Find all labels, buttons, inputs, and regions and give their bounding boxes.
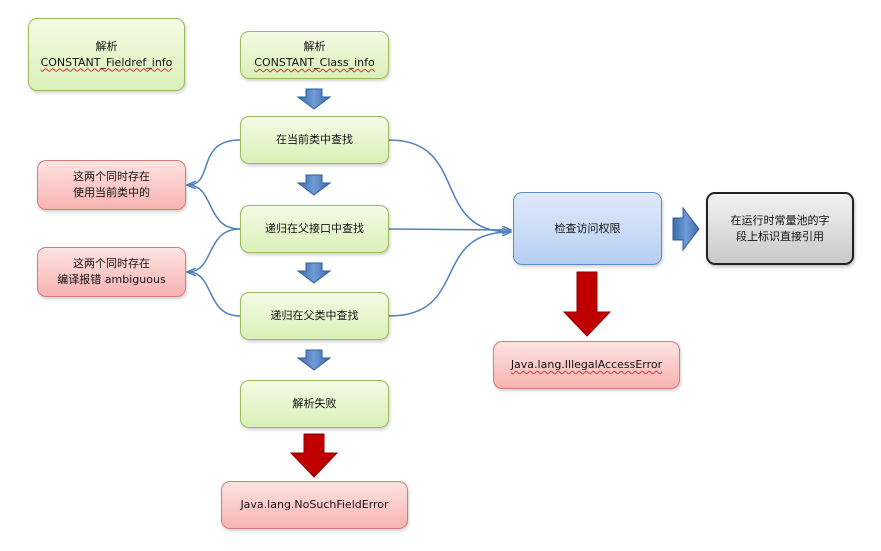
node-find-parent-class-label: 递归在父类中查找 (270, 309, 359, 322)
node-check-access-label: 检查访问权限 (554, 221, 621, 235)
node-find-parent-class: 递归在父类中查找 (240, 292, 389, 340)
connector-current-to-access (388, 139, 510, 232)
node-find-parent-interface-label: 递归在父接口中查找 (265, 222, 364, 235)
note-coexist-ambiguous-line2: 编译报错 ambiguous (57, 273, 166, 286)
node-direct-reference: 在运行时常量池的字 段上标识直接引用 (706, 192, 854, 265)
note-coexist-use-current: 这两个同时存在 使用当前类中的 (37, 160, 186, 210)
node-resolve-class-line1: 解析 (303, 40, 326, 53)
connector-current-to-coexist (188, 139, 241, 185)
node-resolve-failed-label: 解析失败 (292, 397, 337, 410)
node-find-current-class: 在当前类中查找 (240, 116, 389, 164)
note-coexist-use-current-line1: 这两个同时存在 (73, 170, 150, 183)
note-coexist-ambiguous: 这两个同时存在 编译报错 ambiguous (37, 247, 186, 297)
down-arrow-2 (296, 174, 332, 196)
node-resolve-fieldref-line1: 解析 (95, 39, 118, 53)
connector-parent-to-access (388, 231, 511, 317)
node-find-parent-interface: 递归在父接口中查找 (240, 205, 389, 253)
node-resolve-class-line2: CONSTANT_Class_info (254, 56, 375, 69)
right-arrow (672, 206, 700, 252)
connector-parent-to-ambiguous (187, 271, 241, 317)
connector-interface-to-access (388, 229, 510, 230)
node-no-such-field-error: Java.lang.NoSuchFieldError (221, 481, 408, 529)
down-arrow-4 (296, 349, 332, 371)
node-direct-reference-line2: 段上标识直接引用 (736, 229, 824, 243)
connector-interface-to-ambiguous (188, 228, 241, 272)
note-coexist-use-current-line2: 使用当前类中的 (73, 186, 150, 199)
node-no-such-field-error-label: Java.lang.NoSuchFieldError (240, 498, 389, 511)
node-illegal-access-error-label: Java.lang.IllegalAccessError (510, 358, 663, 371)
node-resolve-class: 解析 CONSTANT_Class_info (240, 31, 389, 79)
note-coexist-ambiguous-line1: 这两个同时存在 (73, 257, 150, 270)
node-resolve-fieldref-line2: CONSTANT_Fieldref_info (40, 55, 173, 69)
red-arrow-no-such-field (289, 433, 339, 478)
connector-interface-to-coexist (187, 184, 241, 230)
down-arrow-1 (296, 88, 332, 110)
node-illegal-access-error: Java.lang.IllegalAccessError (493, 341, 680, 389)
red-arrow-illegal-access (562, 271, 612, 337)
down-arrow-3 (296, 262, 332, 284)
node-find-current-class-label: 在当前类中查找 (276, 133, 353, 146)
node-resolve-fieldref: 解析 CONSTANT_Fieldref_info (28, 18, 185, 91)
node-check-access: 检查访问权限 (513, 192, 662, 265)
node-resolve-failed: 解析失败 (240, 380, 389, 428)
node-direct-reference-line1: 在运行时常量池的字 (730, 213, 830, 227)
